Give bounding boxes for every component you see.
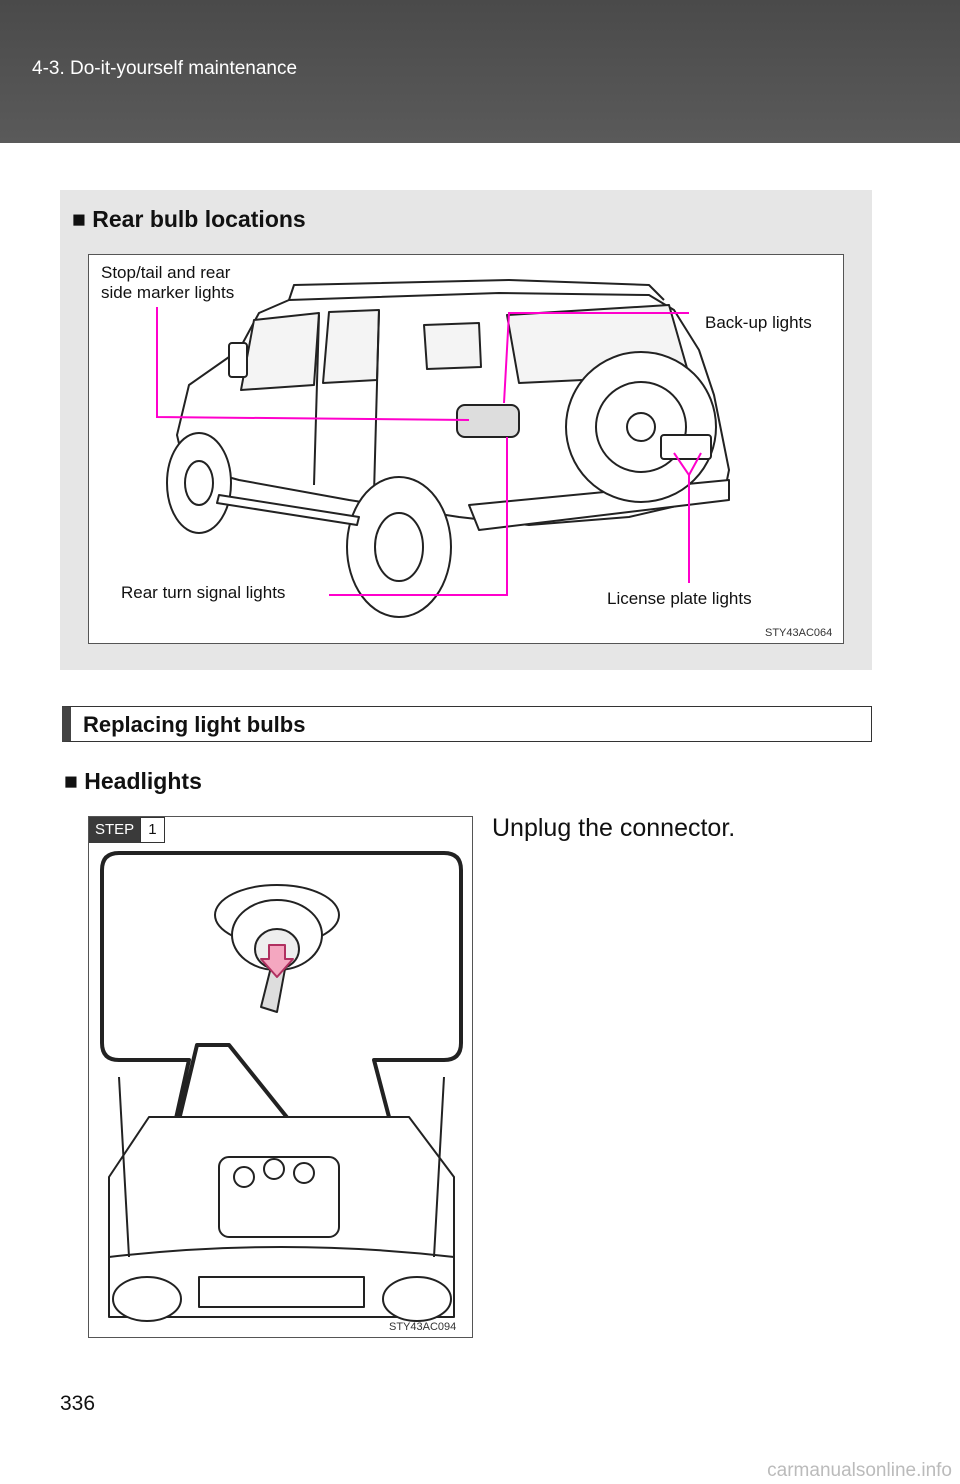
rear-turn-signal-label: Rear turn signal lights (121, 583, 286, 602)
headlights-title: ■ Headlights (64, 768, 202, 794)
step-number: 1 (140, 817, 165, 843)
rear-bulb-figure: Stop/tail and rear side marker lights Ba… (88, 254, 844, 644)
figure-code: STY43AC064 (765, 627, 833, 639)
section-title: Replacing light bulbs (83, 712, 306, 737)
headlight-step-figure: STEP 1 STY43AC094 (88, 816, 473, 1338)
page-number: 336 (60, 1392, 96, 1415)
page-header: 4-3. Do-it-yourself maintenance (0, 0, 960, 143)
backup-lights-label: Back-up lights (705, 313, 812, 332)
section-breadcrumb: 4-3. Do-it-yourself maintenance (32, 58, 298, 79)
figure-code: STY43AC094 (389, 1321, 457, 1333)
rear-bulb-title: ■ Rear bulb locations (72, 206, 306, 232)
step-label: STEP (89, 817, 141, 843)
vehicle-rear-illustration (156, 279, 730, 618)
engine-bay-illustration (100, 851, 463, 1322)
license-plate-label: License plate lights (607, 589, 752, 608)
watermark: carmanualsonline.info (767, 1460, 952, 1481)
rear-bulb-panel: ■ Rear bulb locations (60, 190, 872, 670)
step-badge: STEP 1 (89, 817, 165, 843)
stop-tail-label: Stop/tail and rear side marker lights (101, 263, 235, 302)
section-heading-bar: Replacing light bulbs (62, 706, 872, 742)
step-instruction: Unplug the connector. (492, 814, 736, 842)
